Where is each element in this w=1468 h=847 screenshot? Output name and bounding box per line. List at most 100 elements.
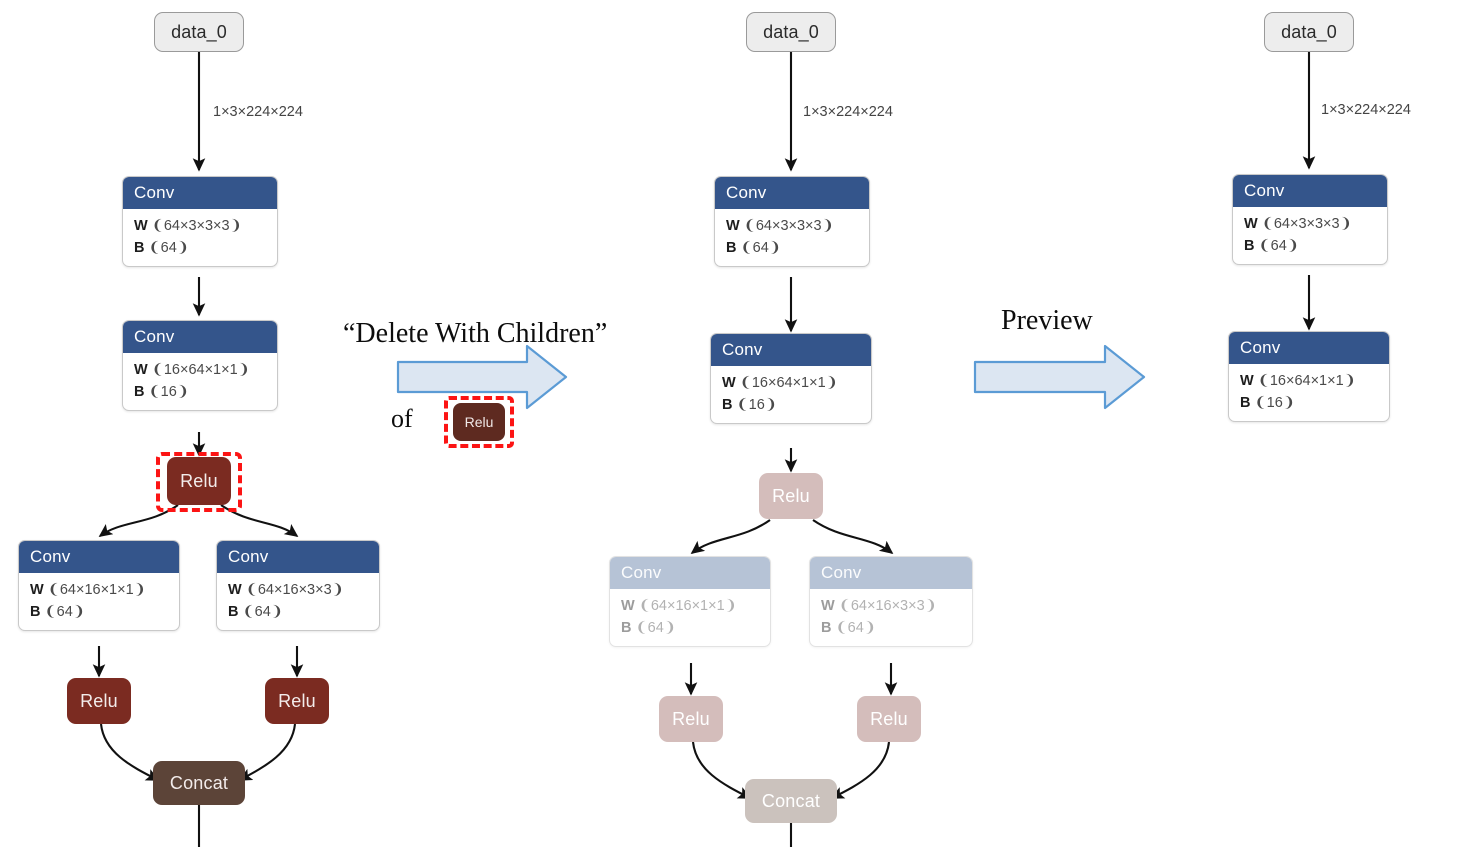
node-label: Relu — [464, 414, 494, 430]
bias-shape: ❨16❩ — [736, 397, 777, 414]
conv-node-attributes: W ❨64×16×1×1❩ B ❨64❩ — [610, 589, 770, 646]
conv-node-attributes: W ❨16×64×1×1❩ B ❨16❩ — [711, 366, 871, 423]
conv-node-title: Conv — [711, 334, 871, 366]
conv-weight-row: W ❨16×64×1×1❩ — [1240, 370, 1389, 392]
annotation-of-label: of — [391, 404, 413, 433]
conv-node-left-branch-original[interactable]: Conv W ❨64×16×1×1❩ B ❨64❩ — [18, 540, 180, 632]
relu-node-left-preview[interactable]: Relu — [659, 696, 723, 742]
conv-bias-row: B ❨16❩ — [1240, 392, 1389, 414]
relu-node-selected-original[interactable]: Relu — [167, 457, 231, 505]
conv-node-attributes: W ❨64×3×3×3❩ B ❨64❩ — [123, 209, 277, 266]
weight-key: W — [30, 582, 44, 598]
input-node-data0-original[interactable]: data_0 — [154, 12, 244, 52]
weight-shape: ❨16×64×1×1❩ — [1257, 373, 1356, 389]
conv-node-attributes: W ❨64×3×3×3❩ B ❨64❩ — [1233, 207, 1387, 264]
conv-bias-row: B ❨64❩ — [1244, 235, 1387, 257]
conv-bias-row: B ❨16❩ — [134, 381, 277, 403]
bias-key: B — [30, 604, 41, 621]
bias-shape: ❨64❩ — [44, 604, 85, 621]
concat-node-original[interactable]: Concat — [153, 761, 245, 805]
conv-node-2-original[interactable]: Conv W ❨16×64×1×1❩ B ❨16❩ — [122, 320, 278, 412]
conv-weight-row: W ❨64×3×3×3❩ — [726, 215, 869, 237]
annotation-selection-marquee — [444, 396, 514, 448]
conv-weight-row: W ❨64×16×3×3❩ — [821, 595, 972, 617]
weight-key: W — [621, 598, 635, 614]
conv-node-attributes: W ❨64×16×1×1❩ B ❨64❩ — [19, 573, 179, 630]
conv-node-title: Conv — [610, 557, 770, 589]
node-label: Concat — [761, 791, 821, 811]
weight-shape: ❨64×3×3×3❩ — [743, 218, 834, 234]
node-label: Relu — [180, 471, 218, 491]
relu-node-left-original[interactable]: Relu — [67, 678, 131, 724]
node-label: Relu — [870, 709, 908, 729]
conv-node-right-branch-original[interactable]: Conv W ❨64×16×3×3❩ B ❨64❩ — [216, 540, 380, 632]
conv-node-1-preview[interactable]: Conv W ❨64×3×3×3❩ B ❨64❩ — [714, 176, 870, 268]
conv-node-title: Conv — [810, 557, 972, 589]
conv-node-1-original[interactable]: Conv W ❨64×3×3×3❩ B ❨64❩ — [122, 176, 278, 268]
conv-node-attributes: W ❨16×64×1×1❩ B ❨16❩ — [1229, 364, 1389, 421]
relu-node-selected-preview[interactable]: Relu — [759, 473, 823, 519]
weight-shape: ❨64×16×1×1❩ — [638, 598, 737, 614]
bias-shape: ❨64❩ — [835, 620, 876, 637]
conv-node-title: Conv — [217, 541, 379, 573]
bias-key: B — [722, 397, 733, 414]
weight-shape: ❨64×16×3×3❩ — [245, 582, 344, 598]
conv-node-left-branch-preview[interactable]: Conv W ❨64×16×1×1❩ B ❨64❩ — [609, 556, 771, 648]
conv-node-2-result[interactable]: Conv W ❨16×64×1×1❩ B ❨16❩ — [1228, 331, 1390, 423]
conv-bias-row: B ❨16❩ — [722, 394, 871, 416]
selection-marquee-original — [156, 452, 242, 512]
conv-bias-row: B ❨64❩ — [134, 237, 277, 259]
node-label: data_0 — [763, 22, 819, 42]
bias-key: B — [1244, 238, 1255, 255]
conv-weight-row: W ❨16×64×1×1❩ — [722, 372, 871, 394]
annotation-action-label: “Delete With Children” — [343, 318, 608, 349]
weight-key: W — [821, 598, 835, 614]
edge-label-input-result: 1×3×224×224 — [1321, 102, 1411, 118]
concat-node-preview[interactable]: Concat — [745, 779, 837, 823]
conv-node-attributes: W ❨16×64×1×1❩ B ❨16❩ — [123, 353, 277, 410]
input-node-data0-preview[interactable]: data_0 — [746, 12, 836, 52]
weight-shape: ❨64×3×3×3❩ — [1261, 216, 1352, 232]
edge-label-input-preview: 1×3×224×224 — [803, 104, 893, 120]
weight-shape: ❨64×3×3×3❩ — [151, 218, 242, 234]
weight-key: W — [134, 362, 148, 378]
conv-bias-row: B ❨64❩ — [228, 601, 379, 623]
annotation-preview-label: Preview — [1001, 305, 1093, 336]
conv-bias-row: B ❨64❩ — [726, 237, 869, 259]
bias-shape: ❨64❩ — [242, 604, 283, 621]
bias-key: B — [821, 620, 832, 637]
conv-node-title: Conv — [715, 177, 869, 209]
conv-node-attributes: W ❨64×16×3×3❩ B ❨64❩ — [810, 589, 972, 646]
weight-key: W — [726, 218, 740, 234]
bias-key: B — [726, 240, 737, 257]
conv-bias-row: B ❨64❩ — [821, 617, 972, 639]
node-label: Relu — [772, 486, 810, 506]
conv-node-title: Conv — [123, 177, 277, 209]
conv-weight-row: W ❨64×16×3×3❩ — [228, 579, 379, 601]
bias-key: B — [1240, 395, 1251, 412]
relu-node-right-original[interactable]: Relu — [265, 678, 329, 724]
relu-node-right-preview[interactable]: Relu — [857, 696, 921, 742]
weight-shape: ❨64×16×1×1❩ — [47, 582, 146, 598]
bias-key: B — [621, 620, 632, 637]
bias-shape: ❨64❩ — [635, 620, 676, 637]
annotation-relu-chip: Relu — [453, 403, 505, 441]
conv-weight-row: W ❨64×3×3×3❩ — [134, 215, 277, 237]
conv-node-2-preview[interactable]: Conv W ❨16×64×1×1❩ B ❨16❩ — [710, 333, 872, 425]
conv-node-right-branch-preview[interactable]: Conv W ❨64×16×3×3❩ B ❨64❩ — [809, 556, 973, 648]
weight-key: W — [1240, 373, 1254, 389]
conv-node-attributes: W ❨64×16×3×3❩ B ❨64❩ — [217, 573, 379, 630]
node-label: data_0 — [1281, 22, 1337, 42]
weight-shape: ❨16×64×1×1❩ — [151, 362, 250, 378]
node-label: Relu — [672, 709, 710, 729]
edge-label-input-original: 1×3×224×224 — [213, 104, 303, 120]
conv-node-1-result[interactable]: Conv W ❨64×3×3×3❩ B ❨64❩ — [1232, 174, 1388, 266]
conv-weight-row: W ❨64×3×3×3❩ — [1244, 213, 1387, 235]
node-label: Concat — [169, 773, 229, 793]
conv-node-attributes: W ❨64×3×3×3❩ B ❨64❩ — [715, 209, 869, 266]
input-node-data0-result[interactable]: data_0 — [1264, 12, 1354, 52]
bias-shape: ❨64❩ — [740, 240, 781, 257]
weight-key: W — [722, 375, 736, 391]
weight-key: W — [134, 218, 148, 234]
